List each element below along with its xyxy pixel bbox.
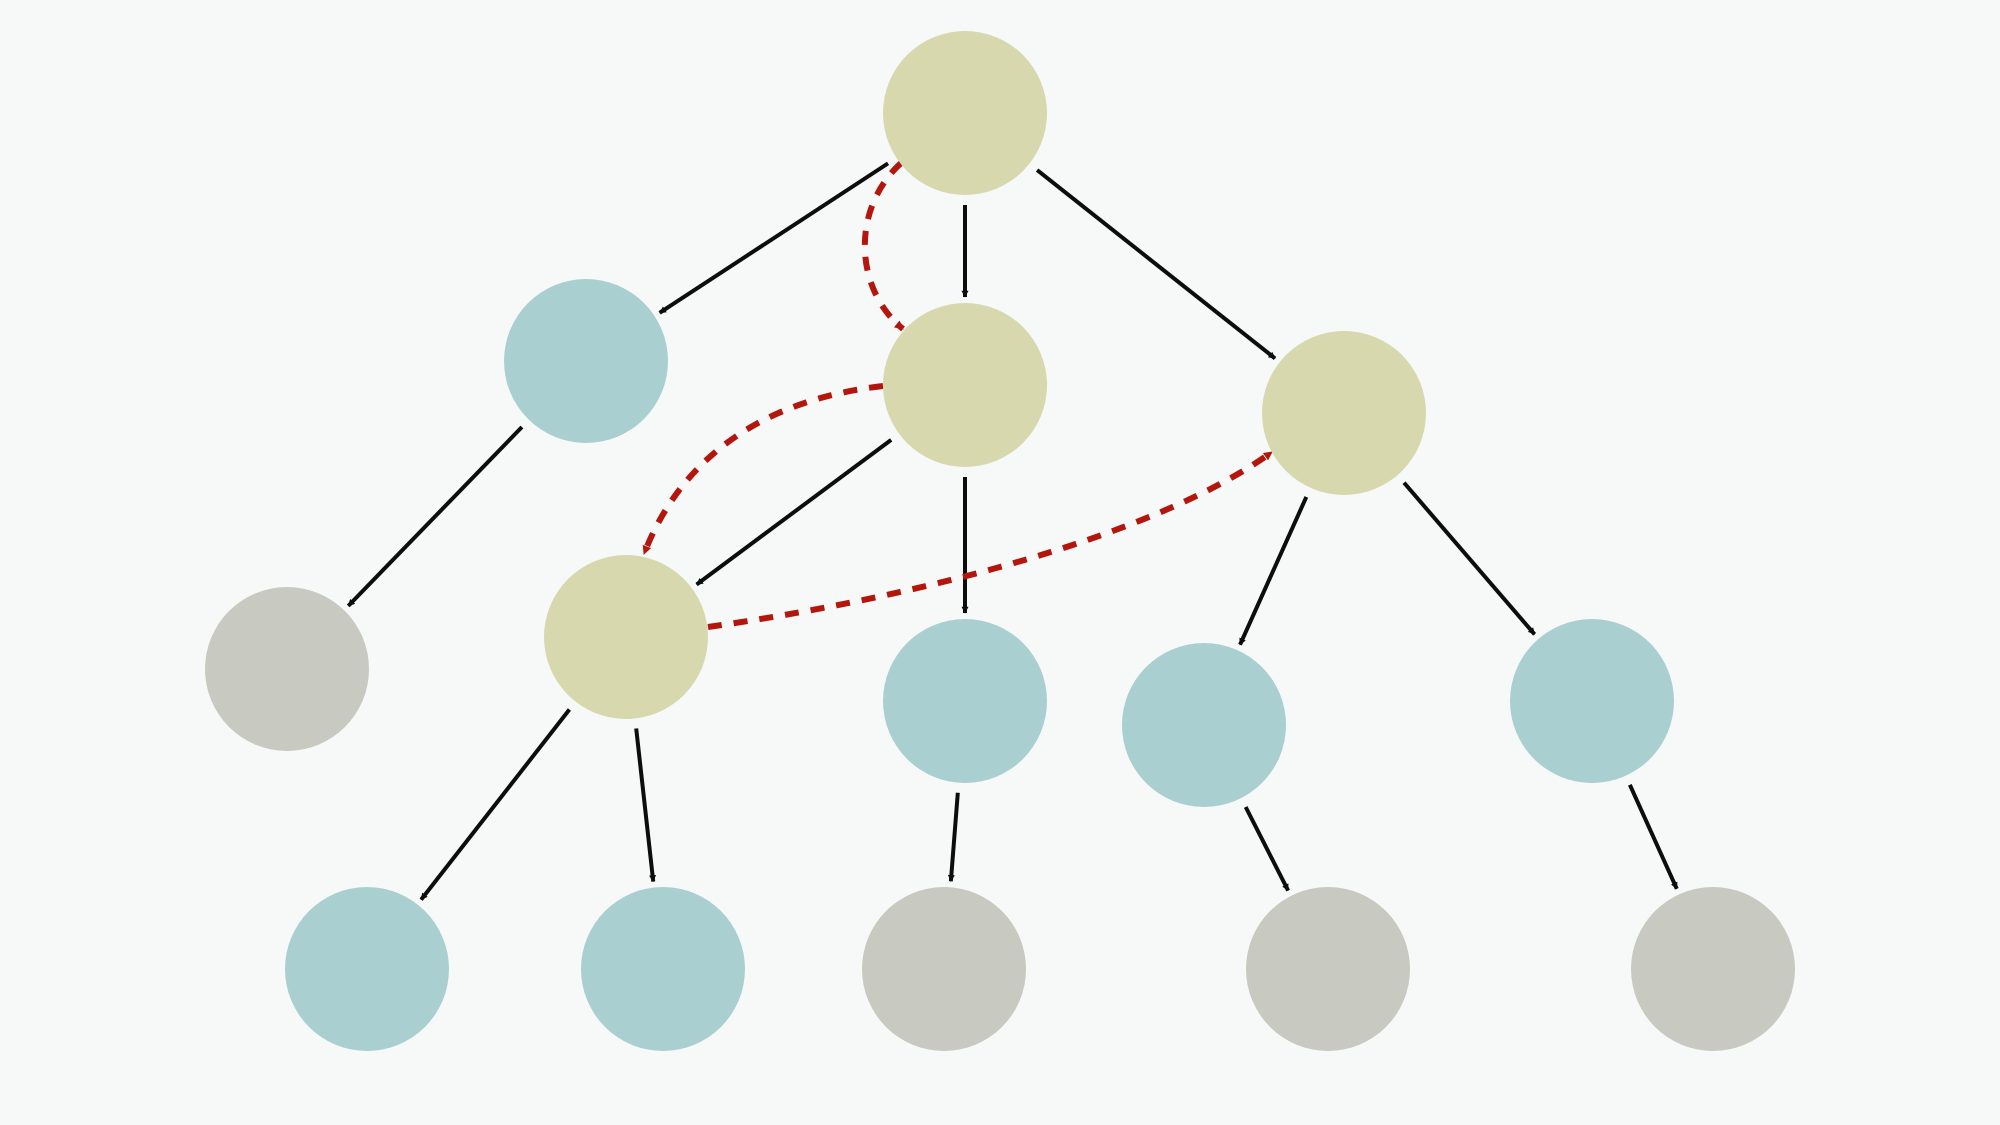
edge-n7-n12 <box>1243 806 1290 892</box>
edge-n2-n5 <box>695 438 893 587</box>
edge-n3-n8 <box>1402 481 1537 636</box>
edge-n5-n10 <box>634 728 657 883</box>
traversal-arrow-n2-n5 <box>641 383 884 556</box>
node-n12-unvisited <box>1246 887 1410 1051</box>
edge-n5-n9 <box>419 708 571 901</box>
node-n7-visited <box>1122 643 1286 807</box>
node-n4-unvisited <box>205 587 369 751</box>
node-n10-visited <box>581 887 745 1051</box>
edges-layer <box>346 161 1679 901</box>
edge-n3-n7 <box>1238 496 1309 646</box>
edge-n0-n3 <box>1035 168 1277 360</box>
node-n11-unvisited <box>862 887 1026 1051</box>
traversal-layer <box>641 160 1274 630</box>
node-n9-visited <box>285 887 449 1051</box>
nodes-layer <box>205 31 1795 1051</box>
node-n1-visited <box>504 279 668 443</box>
node-n5-active <box>544 555 708 719</box>
node-n6-visited <box>883 619 1047 783</box>
node-n0-active <box>883 31 1047 195</box>
edge-n6-n11 <box>947 792 960 882</box>
node-n13-unvisited <box>1631 887 1795 1051</box>
edge-n1-n4 <box>346 425 524 608</box>
traversal-arrow-n0-n2 <box>861 160 905 332</box>
edge-n8-n13 <box>1628 784 1679 890</box>
node-n3-active <box>1262 331 1426 495</box>
traversal-arrow-n5-n3 <box>707 449 1274 630</box>
node-n8-visited <box>1510 619 1674 783</box>
edge-n0-n1 <box>658 161 890 315</box>
node-n2-active <box>883 303 1047 467</box>
